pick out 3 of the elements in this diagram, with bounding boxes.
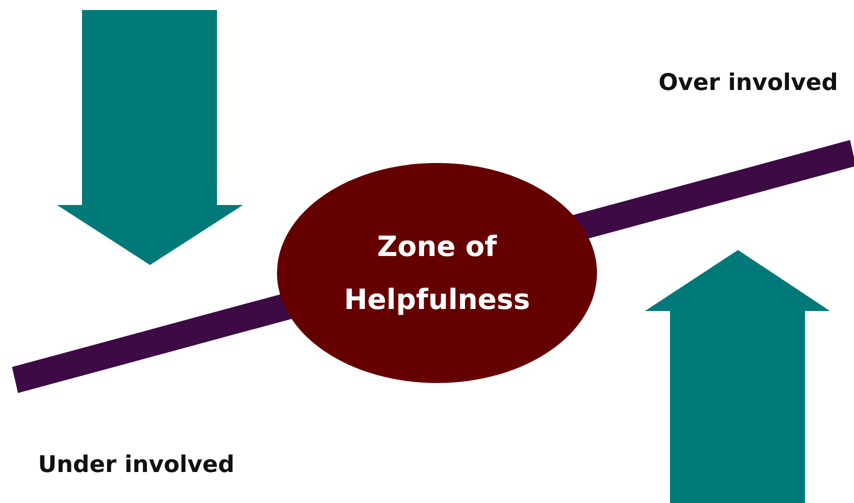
scale-label: Over involved [658,70,838,96]
zone-label: Zone of Helpfulness [342,228,532,318]
scale-label: Under involved [38,452,234,478]
